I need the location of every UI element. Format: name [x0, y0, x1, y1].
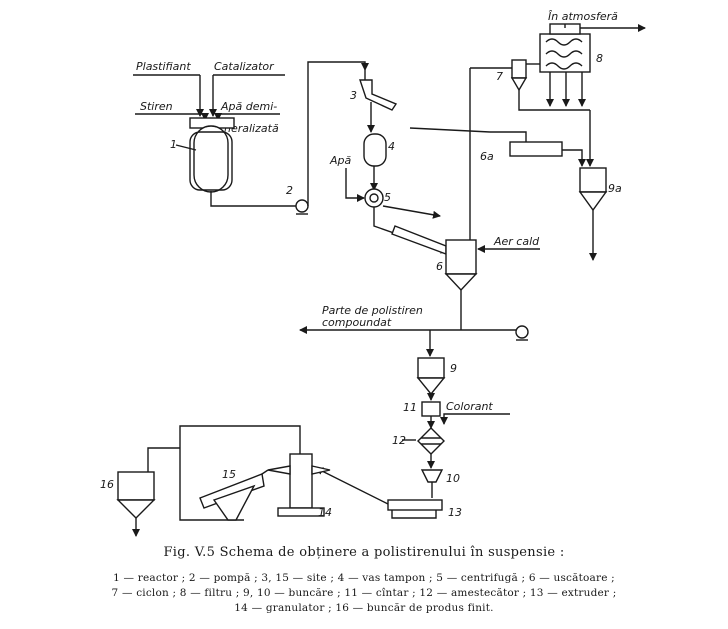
figure-legend: 1 — reactor ; 2 — pompă ; 3, 15 — site ;…: [6, 571, 722, 616]
mixer-12: [417, 427, 445, 455]
centrifuge-5: [364, 188, 384, 208]
stream-stiren: Stiren: [140, 100, 173, 113]
legend-line-3: 14 — granulator ; 16 — buncăr de produs …: [234, 602, 494, 614]
stream-catalizator: Catalizator: [214, 60, 275, 73]
sieve-3: [359, 70, 398, 111]
label-12: 12: [392, 434, 406, 447]
bunker-9: [416, 357, 446, 396]
label-13: 13: [448, 506, 462, 519]
filter-8: [539, 23, 591, 73]
stream-colorant: Colorant: [446, 400, 493, 413]
legend-line-2: 7 — ciclon ; 8 — filtru ; 9, 10 — buncăr…: [111, 587, 617, 599]
stream-polistiren-1: Parte de polistiren: [322, 304, 423, 317]
scale-11: [421, 401, 441, 417]
label-14: 14: [318, 506, 332, 519]
stream-polistiren-2: compoundat: [322, 316, 392, 329]
label-3: 3: [350, 89, 357, 102]
label-9: 9: [450, 362, 457, 375]
label-1: 1: [170, 138, 177, 151]
stream-aer-cald: Aer cald: [493, 235, 540, 248]
reactor-feed-lines: [133, 74, 285, 121]
label-9a: 9a: [608, 182, 622, 195]
stream-apa: Apă: [329, 154, 352, 167]
stream-plastifiant: Plastifiant: [136, 60, 191, 73]
label-6: 6: [436, 260, 443, 273]
label-11: 11: [403, 401, 417, 414]
dryer-6a: [509, 141, 563, 157]
stream-apa-demineralizata-1: Apă demi-: [220, 100, 277, 113]
sieve-15: [199, 473, 265, 521]
buffer-tank-4: [363, 133, 387, 167]
dryer-6: [391, 225, 478, 292]
bunker-10: [420, 469, 444, 483]
label-8: 8: [596, 52, 603, 65]
label-15: 15: [222, 468, 236, 481]
bunker-9a: [578, 167, 608, 212]
label-5: 5: [384, 191, 391, 204]
legend-line-1: 1 — reactor ; 2 — pompă ; 3, 15 — site ;…: [113, 572, 615, 584]
figure-caption: Fig. V.5 Schema de obținere a polistiren…: [163, 545, 565, 560]
pump-2: [295, 199, 309, 215]
label-6a: 6a: [480, 150, 494, 163]
stream-in-atmosfera: În atmosferă: [548, 10, 618, 23]
granulator-14: [267, 453, 331, 517]
reactor: [189, 117, 235, 193]
extruder-13: [387, 499, 443, 519]
label-16: 16: [100, 478, 114, 491]
label-4: 4: [388, 140, 395, 153]
label-7: 7: [496, 70, 503, 83]
label-2: 2: [286, 184, 293, 197]
label-10: 10: [446, 472, 460, 485]
cyclone-7: [510, 59, 528, 92]
pump-conveyor: [515, 325, 529, 341]
bunker-16-final-product: [116, 471, 156, 519]
stream-apa-demineralizata-2: neralizată: [224, 122, 279, 135]
